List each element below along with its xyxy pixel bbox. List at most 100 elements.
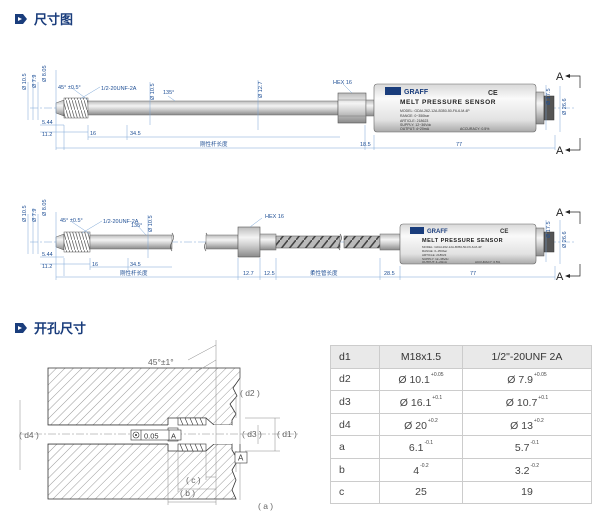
sensor-supply: SUPPLY: 12~36Vdc — [400, 123, 431, 127]
brand-text: GRAFF — [427, 229, 448, 235]
sensor-model: MODEL: GDAI-262-12A-B350-50-F6-6-M-4P — [400, 109, 470, 113]
svg-text:CE: CE — [488, 90, 498, 97]
hole-label-c: ( c ) — [186, 475, 201, 485]
unf-cell: Ø 7.9+0.05 — [461, 367, 593, 392]
dim-len-28-5: 28.5 — [384, 271, 395, 277]
unf-value: 19 — [521, 486, 533, 499]
dim-len-12-7: 12.7 — [243, 271, 254, 277]
table-header-cell: d1 — [330, 345, 380, 369]
connector — [535, 227, 545, 257]
table-row: b 4-0.2 3.2-0.2 — [330, 457, 593, 482]
unf-tolerance: +0.2 — [533, 417, 544, 424]
hole-label-d3: ( d3 ) — [242, 429, 262, 439]
m18-tolerance: +0.1 — [432, 394, 443, 401]
table-row: c 25 19 — [330, 480, 593, 505]
dim-d-left-c: Ø 8.05 — [42, 199, 48, 216]
table-row: d3 Ø 16.1+0.1 Ø 10.7+0.1 — [330, 390, 593, 414]
m18-tolerance: -0.2 — [420, 462, 429, 469]
dim-len-18-5: 18.5 — [360, 142, 371, 148]
dim-d-left-b: Ø 7.9 — [32, 209, 38, 222]
unf-value: 5.7 — [514, 442, 530, 455]
hole-label-d2: ( d2 ) — [240, 388, 260, 398]
unf-value: Ø 10.7 — [505, 396, 538, 409]
m18-cell: 25 — [379, 480, 463, 505]
unf-value: Ø 13 — [510, 419, 533, 432]
sensor-accuracy: ACCURACY: 0.5% — [460, 127, 489, 131]
row-label: a — [330, 435, 380, 459]
table-header-cell: M18x1.5 — [379, 345, 463, 369]
dim-len-16: 16 — [90, 131, 96, 137]
flexible-sensor-drawing: GRAFF CE MELT PRESSURE SENSOR MODEL: GDA… — [22, 199, 581, 283]
dimensions-section-title: 尺寸图 — [14, 9, 73, 28]
hole-label-d1: ( d1 ) — [277, 429, 297, 439]
section-a-bottom: A — [556, 271, 564, 283]
sensor-range: RANGE: 0~350bar — [422, 249, 447, 253]
row-label: c — [330, 480, 380, 505]
section-a-top: A — [556, 207, 564, 219]
dim-body-dia2: Ø 17.5 — [546, 221, 552, 238]
datum-label: A — [238, 454, 244, 463]
m18-tolerance: +0.05 — [430, 372, 444, 379]
dim-len-34-5: 34.5 — [130, 262, 141, 268]
dim-len-5-44: 5.44 — [42, 120, 53, 126]
sensor-article: ARTICLE: 218623 — [400, 119, 428, 123]
dim-body-dia2: Ø 17.5 — [546, 88, 552, 105]
hole-dimension-table: d1 M18x1.5 1/2"-20UNF 2A d2 Ø 10.1+0.05 … — [330, 345, 593, 505]
hole-title: 开孔尺寸 — [34, 321, 87, 336]
wall-upper — [47, 367, 241, 426]
hole-angle: 45°±1° — [148, 357, 174, 367]
row-label: d2 — [330, 367, 380, 392]
sensor-name: MELT PRESSURE SENSOR — [400, 99, 496, 106]
unf-cell: 5.7-0.1 — [461, 435, 593, 459]
dim-body-dia: Ø 26.6 — [562, 98, 568, 115]
section-a-bottom: A — [556, 145, 564, 157]
table-row: a 6.1-0.1 5.7-0.1 — [330, 435, 593, 459]
dim-len-12-5: 12.5 — [264, 271, 275, 277]
brand-text: GRAFF — [404, 89, 429, 96]
position-tolerance-frame: 0.05 A — [130, 429, 182, 441]
unf-tolerance: +0.05 — [533, 372, 547, 379]
dim-len-34-5: 34.5 — [130, 131, 141, 137]
tolerance-datum: A — [171, 432, 176, 441]
m18-cell: Ø 20+0.2 — [379, 412, 463, 437]
unf-value: Ø 7.9 — [507, 374, 533, 387]
section-logo-icon — [15, 322, 27, 333]
hole-section-title: 开孔尺寸 — [14, 318, 86, 337]
unf-value: 3.2 — [514, 464, 530, 477]
m18-cell: 4-0.2 — [379, 457, 463, 482]
row-label: b — [330, 457, 380, 482]
hole-label-d4: ( d4 ) — [19, 430, 39, 440]
dim-rod-dia: Ø 10.5 — [148, 215, 154, 232]
dim-rod-length: 刚性杆长度 — [120, 269, 148, 277]
unf-tolerance: +0.1 — [538, 394, 549, 401]
dim-chamfer: 45° ±0.5° — [58, 85, 81, 91]
dim-d-left-c: Ø 8.05 — [42, 65, 48, 82]
table-row: d4 Ø 20+0.2 Ø 13+0.2 — [330, 412, 593, 437]
dim-d-left-a: Ø 10.5 — [22, 73, 28, 90]
dim-len-77: 77 — [456, 142, 462, 148]
dim-rod-dia: Ø 10.5 — [150, 83, 156, 100]
dim-len-5-44: 5.44 — [42, 252, 53, 258]
dim-chamfer: 45° ±0.5° — [60, 218, 83, 224]
svg-text:CE: CE — [500, 229, 508, 235]
dim-len-11-2: 11.2 — [42, 132, 52, 138]
sensor-output: OUTPUT: 4~20mA — [400, 127, 430, 131]
table-row: d2 Ø 10.1+0.05 Ø 7.9+0.05 — [330, 367, 593, 392]
wall-lower — [47, 443, 239, 500]
m18-cell: Ø 16.1+0.1 — [379, 390, 463, 414]
unf-cell: 19 — [461, 480, 593, 505]
m18-value: 4 — [413, 464, 420, 477]
m18-value: 25 — [415, 486, 427, 499]
unf-cell: Ø 10.7+0.1 — [461, 390, 593, 414]
row-label: d4 — [330, 412, 380, 437]
m18-value: 6.1 — [408, 442, 424, 455]
dim-body-dia: Ø 26.6 — [562, 231, 568, 248]
sensor-label: GRAFF CE MELT PRESSURE SENSOR MODEL: GDA… — [385, 87, 498, 131]
m18-cell: 6.1-0.1 — [379, 435, 463, 459]
unf-tolerance: -0.2 — [530, 462, 540, 469]
dimensions-title: 尺寸图 — [34, 12, 74, 27]
sensor-label: GRAFF CE MELT PRESSURE SENSOR MODEL: GDA… — [410, 227, 508, 264]
hole-label-b: ( b ) — [180, 488, 195, 498]
dim-angle: 135° — [163, 90, 174, 96]
dim-len-11-2: 11.2 — [42, 264, 52, 270]
